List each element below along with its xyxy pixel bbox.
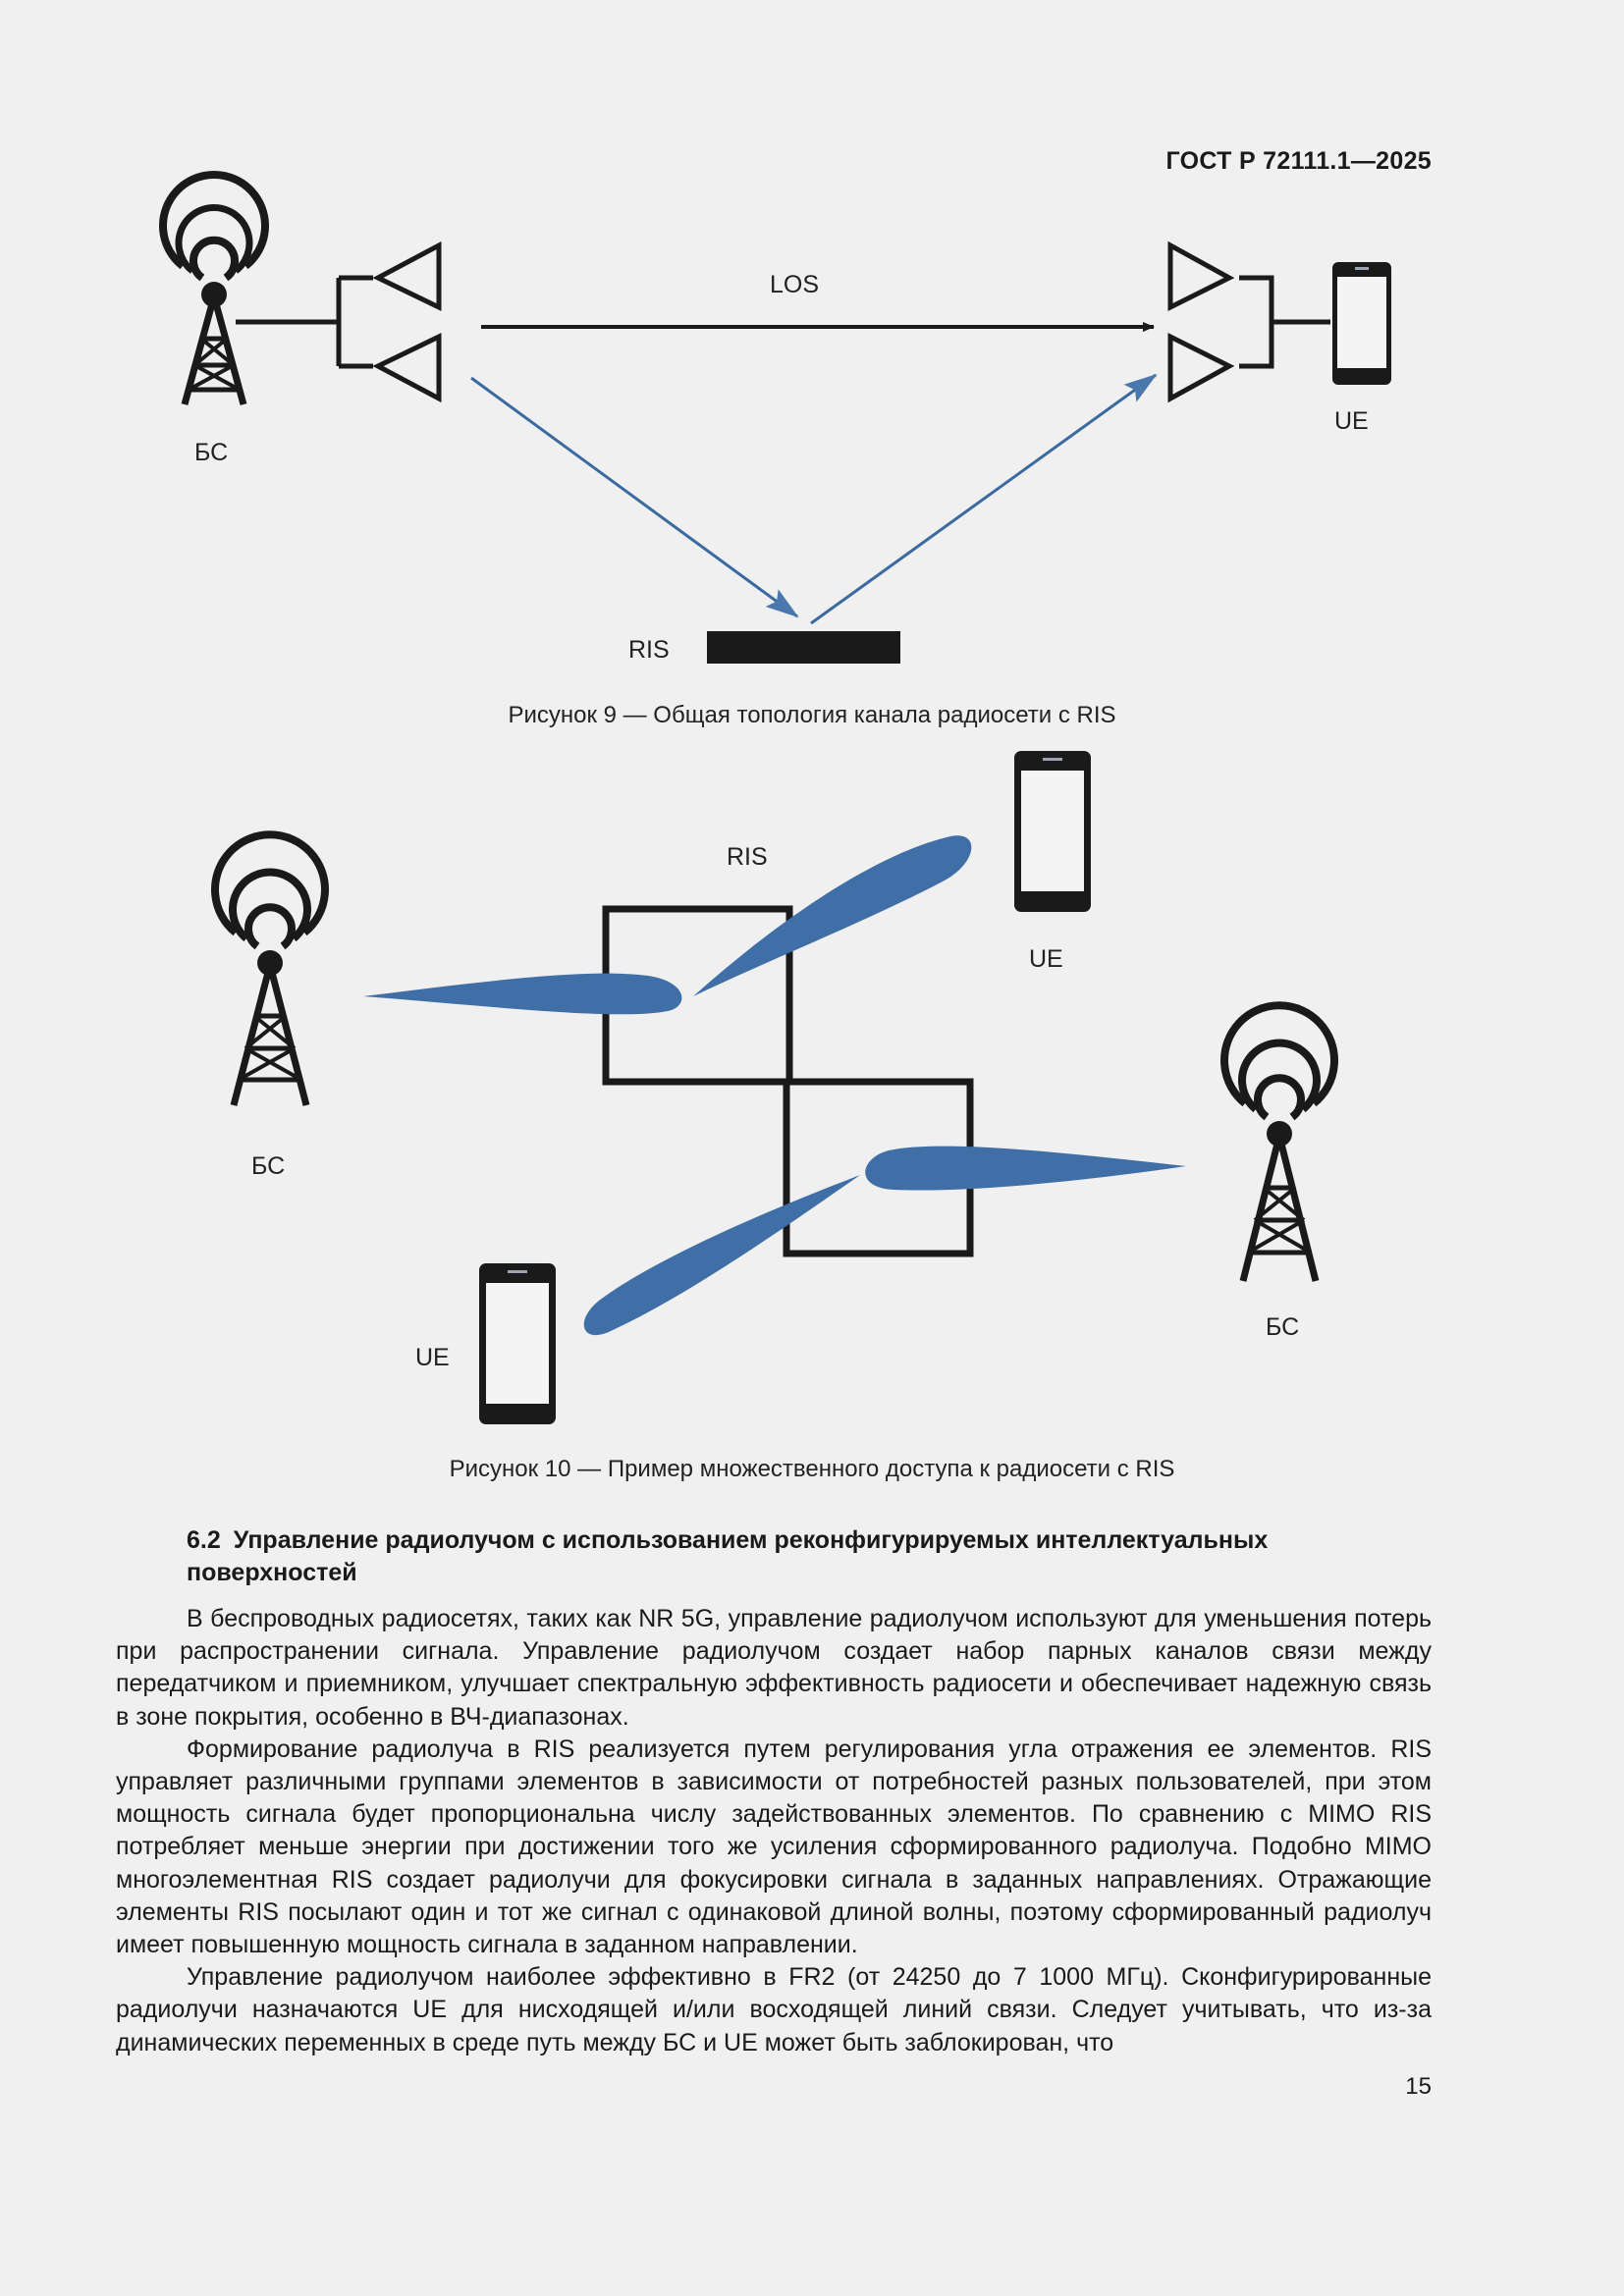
smartphone-icon (1332, 262, 1391, 385)
paragraph: Управление радиолучом наиболее эффективн… (116, 1963, 1432, 2056)
incident-arrow (470, 376, 799, 618)
paragraph: Формирование радиолуча в RIS реализуется… (116, 1735, 1432, 1959)
cell-tower-icon (159, 171, 269, 405)
fig9-label-bs: БС (194, 439, 229, 466)
fig10-label-bs-left: БС (251, 1152, 286, 1180)
antenna-icon (236, 240, 442, 403)
fig9-label-los: LOS (770, 271, 820, 298)
figure-10-caption: Рисунок 10 — Пример множественного досту… (449, 1456, 1175, 1482)
reflected-arrow (810, 373, 1158, 625)
figure-10-diagram (211, 751, 1338, 1424)
section-title-text: Управление радиолучом с использованием р… (187, 1526, 1269, 1586)
cell-tower-icon (211, 830, 329, 1106)
fig10-label-ris: RIS (727, 843, 768, 871)
fig10-label-ue-top: UE (1029, 945, 1063, 973)
ris-panel-icon (707, 631, 900, 664)
figure-9-caption: Рисунок 9 — Общая топология канала радио… (508, 702, 1116, 728)
fig10-label-bs-right: БС (1266, 1313, 1300, 1341)
ris-panel-icon (602, 905, 974, 1257)
smartphone-icon (1014, 751, 1091, 912)
section-number: 6.2 (187, 1526, 221, 1554)
body-text: В беспроводных радиосетях, таких как NR … (116, 1603, 1432, 2059)
document-code: ГОСТ Р 72111.1—2025 (1165, 147, 1432, 175)
cell-tower-icon (1220, 1001, 1338, 1282)
fig9-label-ris: RIS (628, 636, 670, 664)
antenna-icon (1167, 240, 1330, 403)
beam-lobe-icon (363, 835, 1186, 1336)
paragraph: В беспроводных радиосетях, таких как NR … (116, 1605, 1432, 1731)
figure-9-diagram (159, 171, 1391, 664)
section-heading: 6.2 Управление радиолучом с использовани… (187, 1524, 1443, 1589)
fig10-label-ue-bottom: UE (415, 1344, 450, 1371)
fig9-label-ue: UE (1334, 407, 1369, 435)
smartphone-icon (479, 1263, 556, 1424)
page-number: 15 (1405, 2073, 1432, 2100)
